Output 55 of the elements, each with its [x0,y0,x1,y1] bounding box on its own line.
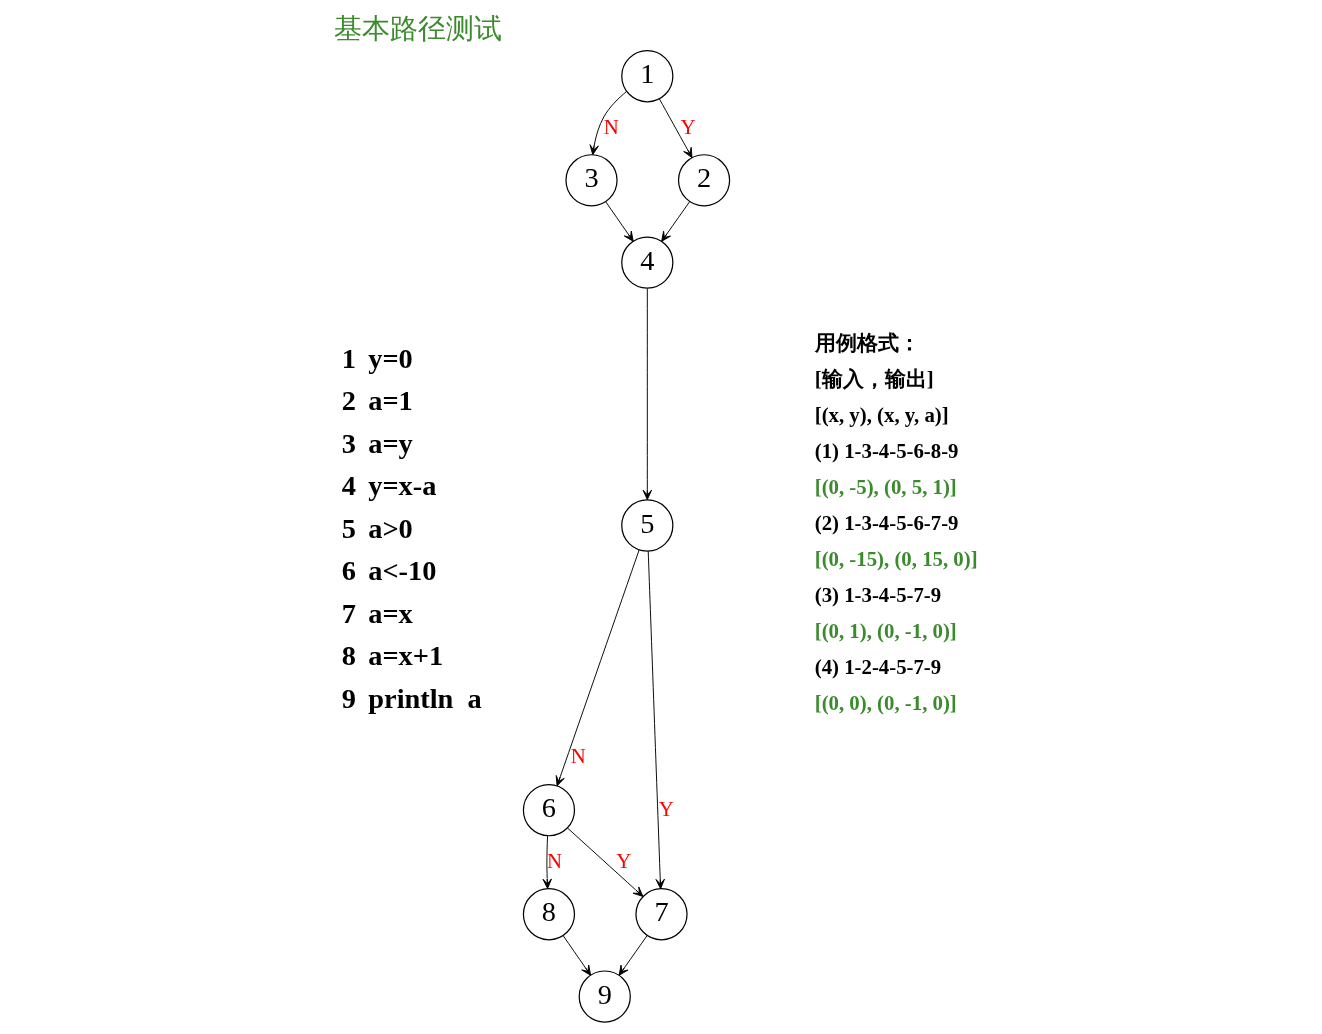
label: [(0, 1), (0, -1, 0)] [814,618,957,642]
arrow [658,98,692,159]
node-circle: 6 [522,784,575,837]
label: 4 [341,470,356,502]
label: 7 [341,597,356,629]
label: a<-10 [367,555,436,587]
node-circle: 1 [620,50,673,103]
node-circle: 4 [620,236,673,289]
arrow [604,201,634,242]
edge-label: Y [658,796,674,820]
edge-label: N [570,744,586,768]
label: [(x, y), (x, y, a)] [814,403,949,427]
arrow [647,550,665,890]
edge-label: N [603,114,619,138]
arrow [642,288,652,501]
node-circle: 3 [564,154,618,207]
edge-label: N [546,848,562,872]
label: a=y [367,427,413,459]
label: 5 [341,512,356,544]
arrow [562,935,591,976]
arrow [589,91,627,156]
arrow [566,827,643,897]
label: a=1 [367,385,413,417]
node-circle: 9 [578,970,631,1023]
label: (3) 1-3-4-5-7-9 [814,582,941,606]
label: (1) 1-3-4-5-6-8-9 [814,438,959,462]
label: a=x+1 [367,640,443,672]
node-circle: 8 [522,888,575,941]
label: [输入，输出] [814,367,934,391]
edge-label: Y [679,114,695,138]
label: 6 [341,555,356,587]
label: [(0, -15), (0, 15, 0)] [814,546,978,570]
node-circle: 5 [620,499,673,552]
diagram-title: 基本路径测试 [333,13,502,45]
label: 1 [341,342,356,374]
label: (2) 1-3-4-5-6-7-9 [814,510,959,534]
label: (4) 1-2-4-5-7-9 [814,654,941,678]
arrow [618,935,648,976]
arrow [542,835,552,889]
label: 2 [341,385,356,417]
edge-label: Y [615,848,631,872]
node-circle: 2 [677,154,730,207]
label: 3 [341,427,356,459]
label: [(0, 0), (0, -1, 0)] [814,690,957,714]
label: y=0 [367,342,413,374]
label: 8 [341,640,356,672]
label: 用例格式： [814,331,920,355]
label: y=x-a [367,470,436,502]
label: [(0, -5), (0, 5, 1)] [814,474,957,498]
label: a=x [367,597,413,629]
arrow [660,201,690,242]
label: 9 [341,683,356,715]
arrow [555,549,640,787]
label: println a [367,683,482,715]
label: a>0 [367,512,413,544]
